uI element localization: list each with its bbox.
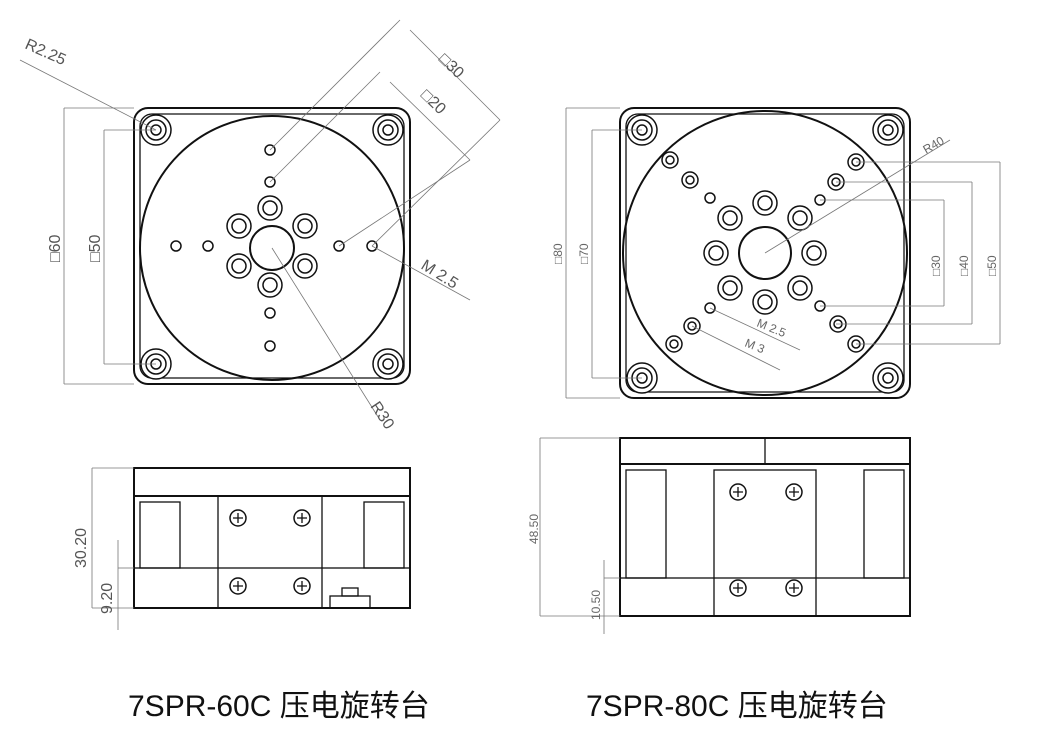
left-phillips-screws <box>229 509 311 595</box>
left-side-dimension-lines <box>91 467 134 630</box>
dim-m2-5-left: M 2.5 <box>418 257 461 293</box>
left-side-view <box>91 467 411 630</box>
dim-sq50-right: □50 <box>985 255 999 276</box>
right-center-bore <box>738 226 792 280</box>
dim-base-10-50: 10.50 <box>589 590 603 620</box>
left-center-bore <box>249 225 295 271</box>
dim-height-30-20: 30.20 <box>73 528 90 568</box>
right-dimension-lines <box>565 107 1001 399</box>
left-corner-screw-br <box>372 348 404 380</box>
left-corner-screw-bl <box>140 348 172 380</box>
dim-sq70: □70 <box>577 243 591 264</box>
right-side-dimension-lines <box>539 437 620 634</box>
dim-sq30-left: □30 <box>435 51 467 82</box>
right-side-view <box>539 437 911 634</box>
dim-r40: R40 <box>921 133 947 156</box>
dim-r30: R30 <box>367 399 398 433</box>
dim-r2-25: R2.25 <box>22 36 68 69</box>
right-top-view <box>565 107 1001 399</box>
left-small-holes <box>170 144 378 352</box>
dim-sq60: □60 <box>47 234 64 262</box>
left-top-view <box>19 19 501 421</box>
left-corner-screw-tr <box>372 114 404 146</box>
left-counterbore-holes <box>226 195 318 298</box>
right-model-caption: 7SPR-80C 压电旋转台 <box>586 690 888 723</box>
right-rotor-circle <box>622 110 908 396</box>
dim-sq80: □80 <box>551 243 565 264</box>
right-corner-screw-tr <box>872 114 904 146</box>
dim-height-48-50: 48.50 <box>527 514 541 544</box>
right-diagonal-holes <box>661 151 865 353</box>
left-model-caption: 7SPR-60C 压电旋转台 <box>128 690 430 723</box>
left-rotor-circle <box>139 115 405 381</box>
dim-sq50: □50 <box>87 234 104 262</box>
dim-sq30-right: □30 <box>929 255 943 276</box>
left-dimension-lines <box>19 19 501 421</box>
right-counterbore-holes <box>703 190 827 315</box>
right-phillips-screws <box>729 483 803 597</box>
dim-sq40: □40 <box>957 255 971 276</box>
right-corner-screw-br <box>872 362 904 394</box>
dim-base-9-20: 9.20 <box>99 583 116 614</box>
